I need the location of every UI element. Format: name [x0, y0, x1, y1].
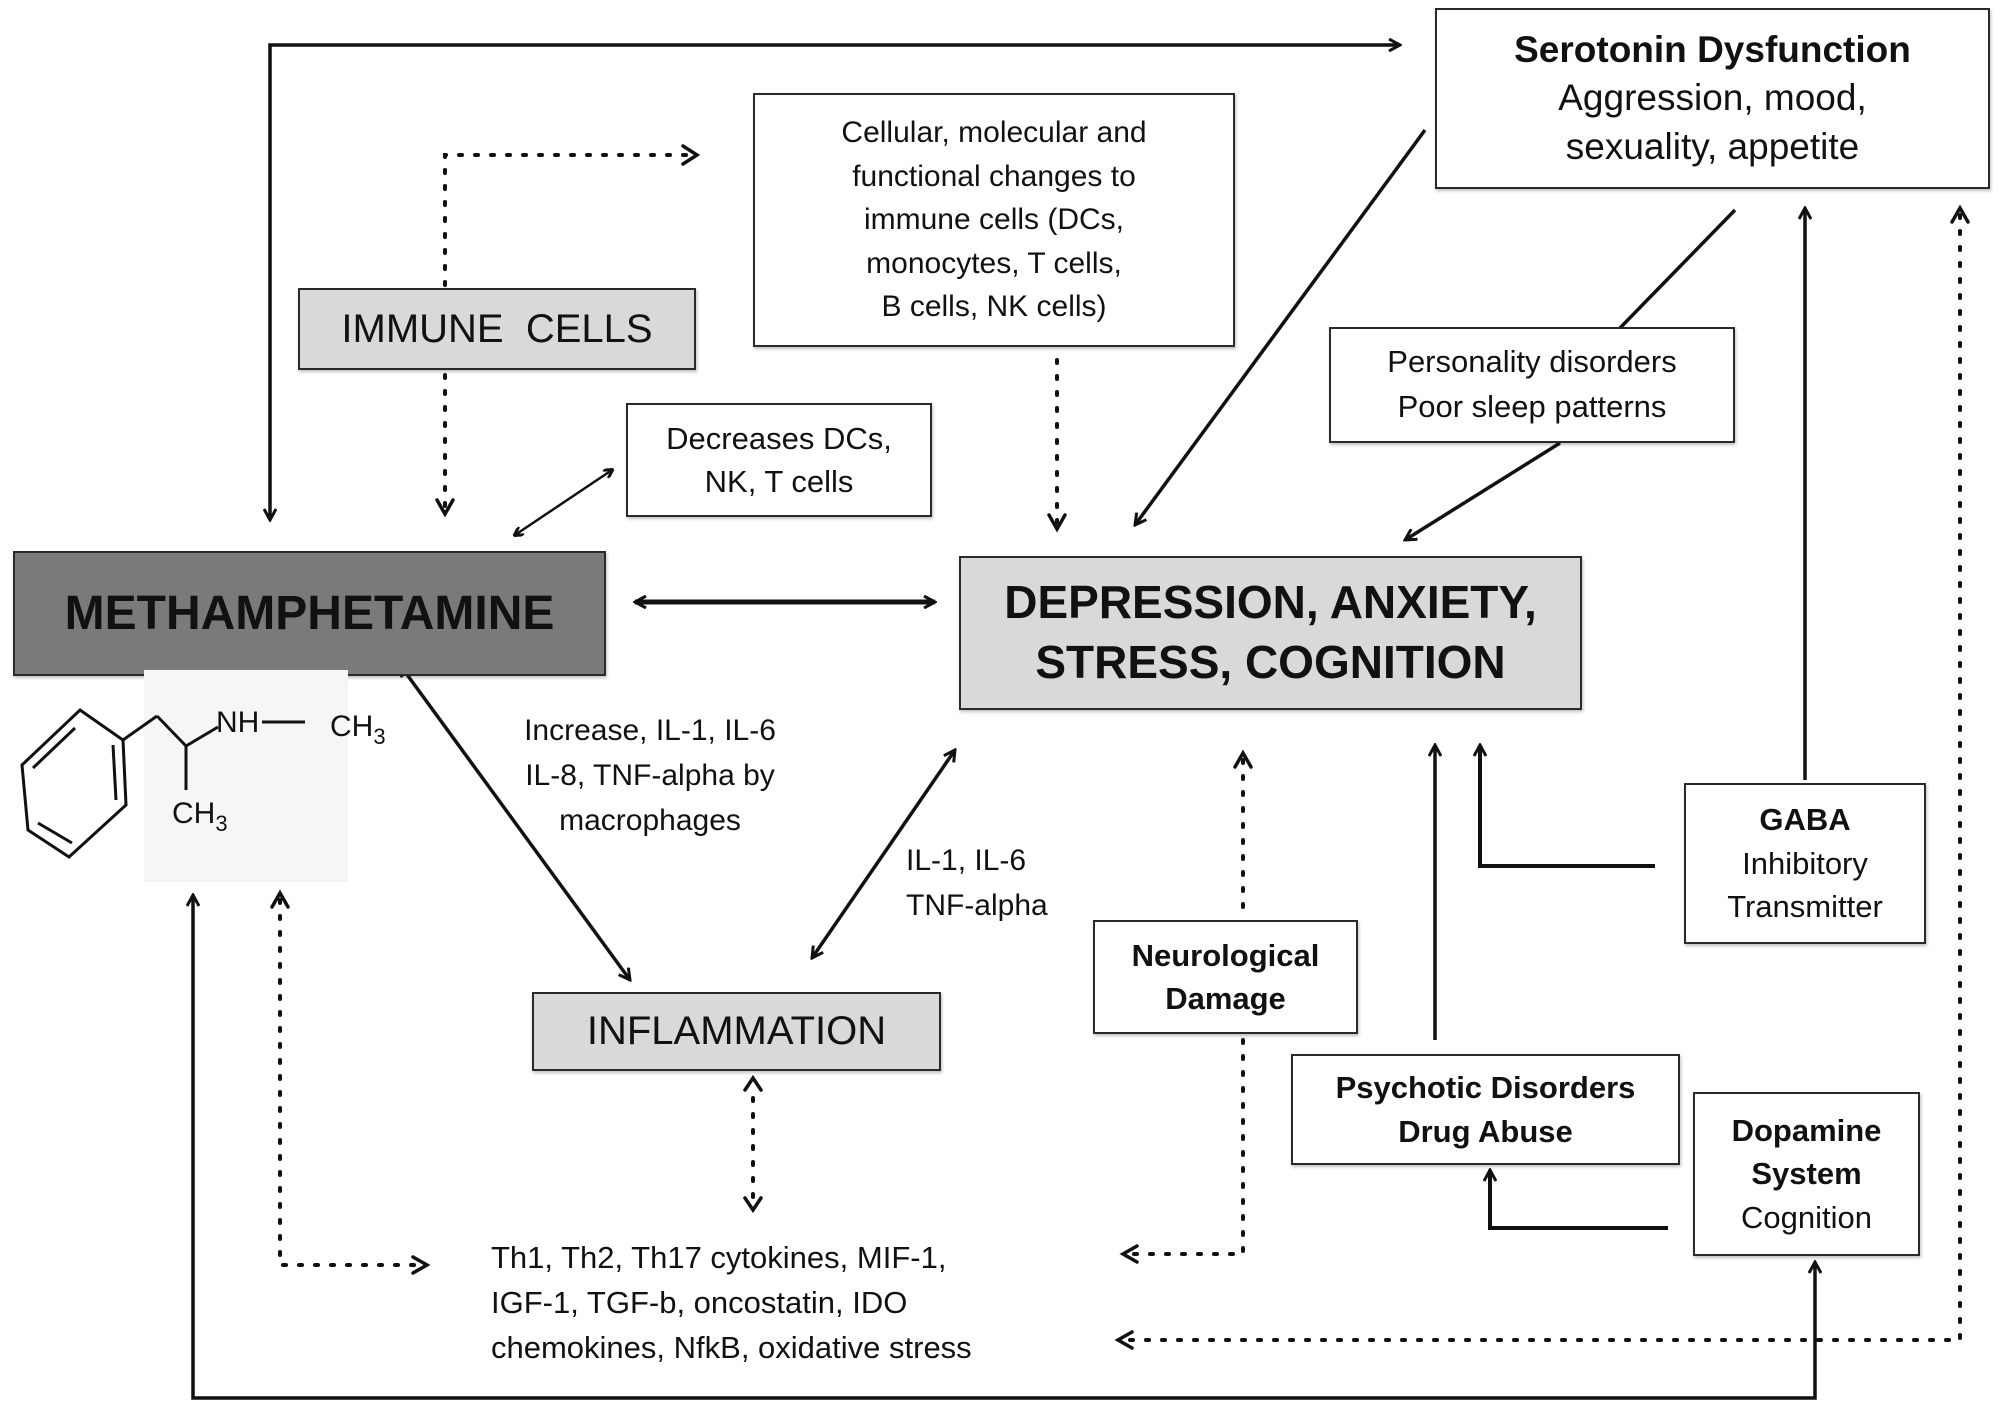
decreases-box: Decreases DCs, NK, T cells [626, 403, 932, 517]
cytokines-line: chemokines, NfkB, oxidative stress [491, 1329, 972, 1365]
line-serotonin-personality [1618, 208, 1737, 330]
methamphetamine-structure: NH CH3 CH3 [20, 706, 386, 859]
dotted-right-loop [1123, 213, 1962, 1342]
depression-line: STRESS, COGNITION [1035, 636, 1506, 688]
cellular-line: B cells, NK cells) [881, 290, 1107, 324]
arrow-meth-decreases [515, 470, 612, 535]
dotted-arrowhead [435, 498, 455, 518]
methamphetamine-box: METHAMPHETAMINE [13, 551, 606, 676]
immune-cells-box: IMMUNE CELLS [298, 288, 696, 370]
neurological-line: Damage [1165, 981, 1286, 1016]
label-line: IL-1, IL-6 [906, 844, 1027, 877]
cellular-line: monocytes, T cells, [866, 246, 1122, 280]
label-line: IL-8, TNF-alpha by [525, 759, 775, 792]
label-line: TNF-alpha [906, 889, 1048, 922]
personality-box: Personality disorders Poor sleep pattern… [1329, 327, 1735, 443]
bond [185, 725, 219, 748]
dotted-immune-cellular [443, 153, 692, 287]
psychotic-line: Drug Abuse [1398, 1113, 1573, 1149]
dotted-arrowhead [743, 1074, 763, 1092]
bond [155, 714, 188, 748]
methamphetamine-label: METHAMPHETAMINE [64, 587, 555, 640]
dotted-meth-cytokines [278, 898, 422, 1267]
arrow-gaba-depression [1480, 745, 1655, 868]
psychotic-disorders-box: Psychotic Disorders Drug Abuse [1291, 1054, 1680, 1165]
serotonin-line-2: sexuality, appetite [1565, 125, 1860, 167]
neurological-damage-box: Neurological Damage [1093, 920, 1358, 1034]
ch3-subscript: 3 [215, 811, 227, 836]
dotted-arrowhead [411, 1255, 431, 1275]
benzene-ring [20, 708, 128, 859]
label-line: Increase, IL-1, IL-6 [524, 714, 776, 747]
decreases-line: NK, T cells [704, 464, 854, 499]
serotonin-dysfunction-box: Serotonin Dysfunction Aggression, mood, … [1435, 8, 1990, 189]
dopamine-sub: Cognition [1741, 1199, 1872, 1235]
gaba-line: Transmitter [1727, 889, 1883, 925]
personality-line: Personality disorders [1387, 344, 1677, 380]
cellular-line: immune cells (DCs, [863, 203, 1125, 237]
arrow-dopamine-psychotic [1490, 1170, 1668, 1230]
serotonin-title: Serotonin Dysfunction [1514, 29, 1911, 71]
svg-text:NH: NH [216, 706, 259, 739]
dopamine-system-box: Dopamine System Cognition [1693, 1092, 1920, 1256]
gaba-line: Inhibitory [1742, 845, 1868, 881]
neurological-line: Neurological [1131, 937, 1320, 973]
dopamine-title-line: Dopamine [1731, 1112, 1882, 1148]
ch3-label: CH [172, 797, 215, 830]
benzene-double-bond [111, 744, 118, 801]
ch3-subscript: 3 [373, 724, 385, 749]
personality-line: Poor sleep patterns [1397, 389, 1667, 424]
benzene-double-bond [37, 821, 73, 845]
depression-line: DEPRESSION, ANXIETY, [1004, 576, 1537, 629]
dotted-arrowhead [1950, 204, 1970, 224]
dotted-arrowhead [1047, 513, 1067, 533]
il-tnf-label: IL-1, IL-6 TNF-alpha [906, 838, 1086, 928]
dotted-neuro-cytokines [1128, 1038, 1245, 1256]
gaba-box: GABA Inhibitory Transmitter [1684, 783, 1926, 944]
nh-label: NH [216, 706, 259, 739]
methamphetamine-structure-background [144, 670, 348, 882]
macrophages-label: Increase, IL-1, IL-6 IL-8, TNF-alpha by … [470, 708, 830, 843]
depression-box: DEPRESSION, ANXIETY, STRESS, COGNITION [959, 556, 1582, 710]
arrow-dopamine-meth [193, 895, 1815, 1400]
dotted-arrowhead [1233, 749, 1253, 769]
dotted-arrowhead [1119, 1244, 1139, 1264]
dotted-arrowhead [743, 1196, 763, 1214]
bond [122, 714, 158, 742]
cytokines-text: Th1, Th2, Th17 cytokines, MIF-1, IGF-1, … [491, 1236, 1111, 1371]
decreases-line: Decreases DCs, [666, 420, 892, 456]
cellular-line: functional changes to [852, 159, 1136, 193]
cytokines-line: IGF-1, TGF-b, oncostatin, IDO [491, 1284, 908, 1320]
svg-text:CH3: CH3 [330, 710, 386, 749]
inflammation-label: INFLAMMATION [586, 1009, 887, 1053]
cellular-changes-box: Cellular, molecular and functional chang… [753, 93, 1235, 347]
svg-text:CH3: CH3 [172, 797, 228, 836]
inflammation-box: INFLAMMATION [532, 992, 941, 1071]
ch3-label: CH [330, 710, 373, 743]
dotted-arrowhead [681, 144, 701, 166]
immune-cells-label: IMMUNE CELLS [341, 306, 653, 351]
cellular-line: Cellular, molecular and [841, 116, 1147, 150]
arrow-meth-serotonin [270, 45, 1400, 520]
psychotic-line: Psychotic Disorders [1335, 1070, 1636, 1106]
dopamine-title-line: System [1751, 1156, 1862, 1192]
label-line: macrophages [559, 804, 741, 837]
gaba-title: GABA [1759, 802, 1851, 838]
serotonin-line-1: Aggression, mood, [1558, 77, 1867, 119]
dotted-arrowhead [1114, 1330, 1134, 1350]
arrow-personality-depression [1405, 441, 1561, 540]
arrow-serotonin-depression [1135, 128, 1427, 525]
benzene-double-bond [31, 726, 77, 770]
dotted-arrowhead [270, 889, 290, 909]
cytokines-line: Th1, Th2, Th17 cytokines, MIF-1, [491, 1240, 947, 1275]
